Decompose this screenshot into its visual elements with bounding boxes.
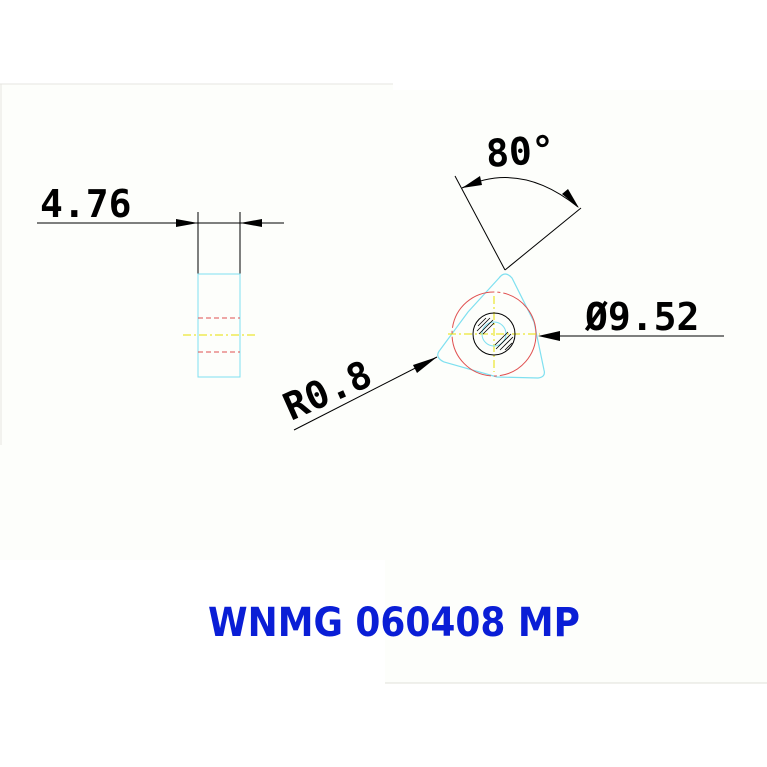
thickness-label: 4.76 [40,182,132,226]
hatch-line [477,317,487,327]
radius-leader-line [293,356,438,431]
hatch-line [504,342,513,351]
hole-outer-circle [472,312,516,356]
diameter-label: Ø9.52 [584,295,699,339]
side-view: 4.76 [37,182,284,378]
radius-arrowhead [413,357,437,373]
hatch-line [482,322,495,335]
insert-outline [437,273,545,379]
arrowhead-left [176,219,198,227]
insert-designation-title: WNMG 060408 MP [208,600,580,646]
angle-arrowhead-left [462,176,482,188]
hatch-line [476,317,491,332]
angle-extension-left [454,175,506,271]
hatch-line [494,331,509,346]
angle-extension-right [504,207,582,271]
angle-arrowhead-right [562,189,579,208]
hatch-line [478,319,494,335]
hole-hatching [476,317,514,351]
side-view-outline [197,273,241,378]
diameter-arrowhead [538,331,560,341]
angle-label: 80° [485,127,557,176]
sheet-fill [0,84,767,683]
arrowhead-right [240,219,262,227]
hatch-line [495,333,512,350]
hatch-line [499,336,514,351]
